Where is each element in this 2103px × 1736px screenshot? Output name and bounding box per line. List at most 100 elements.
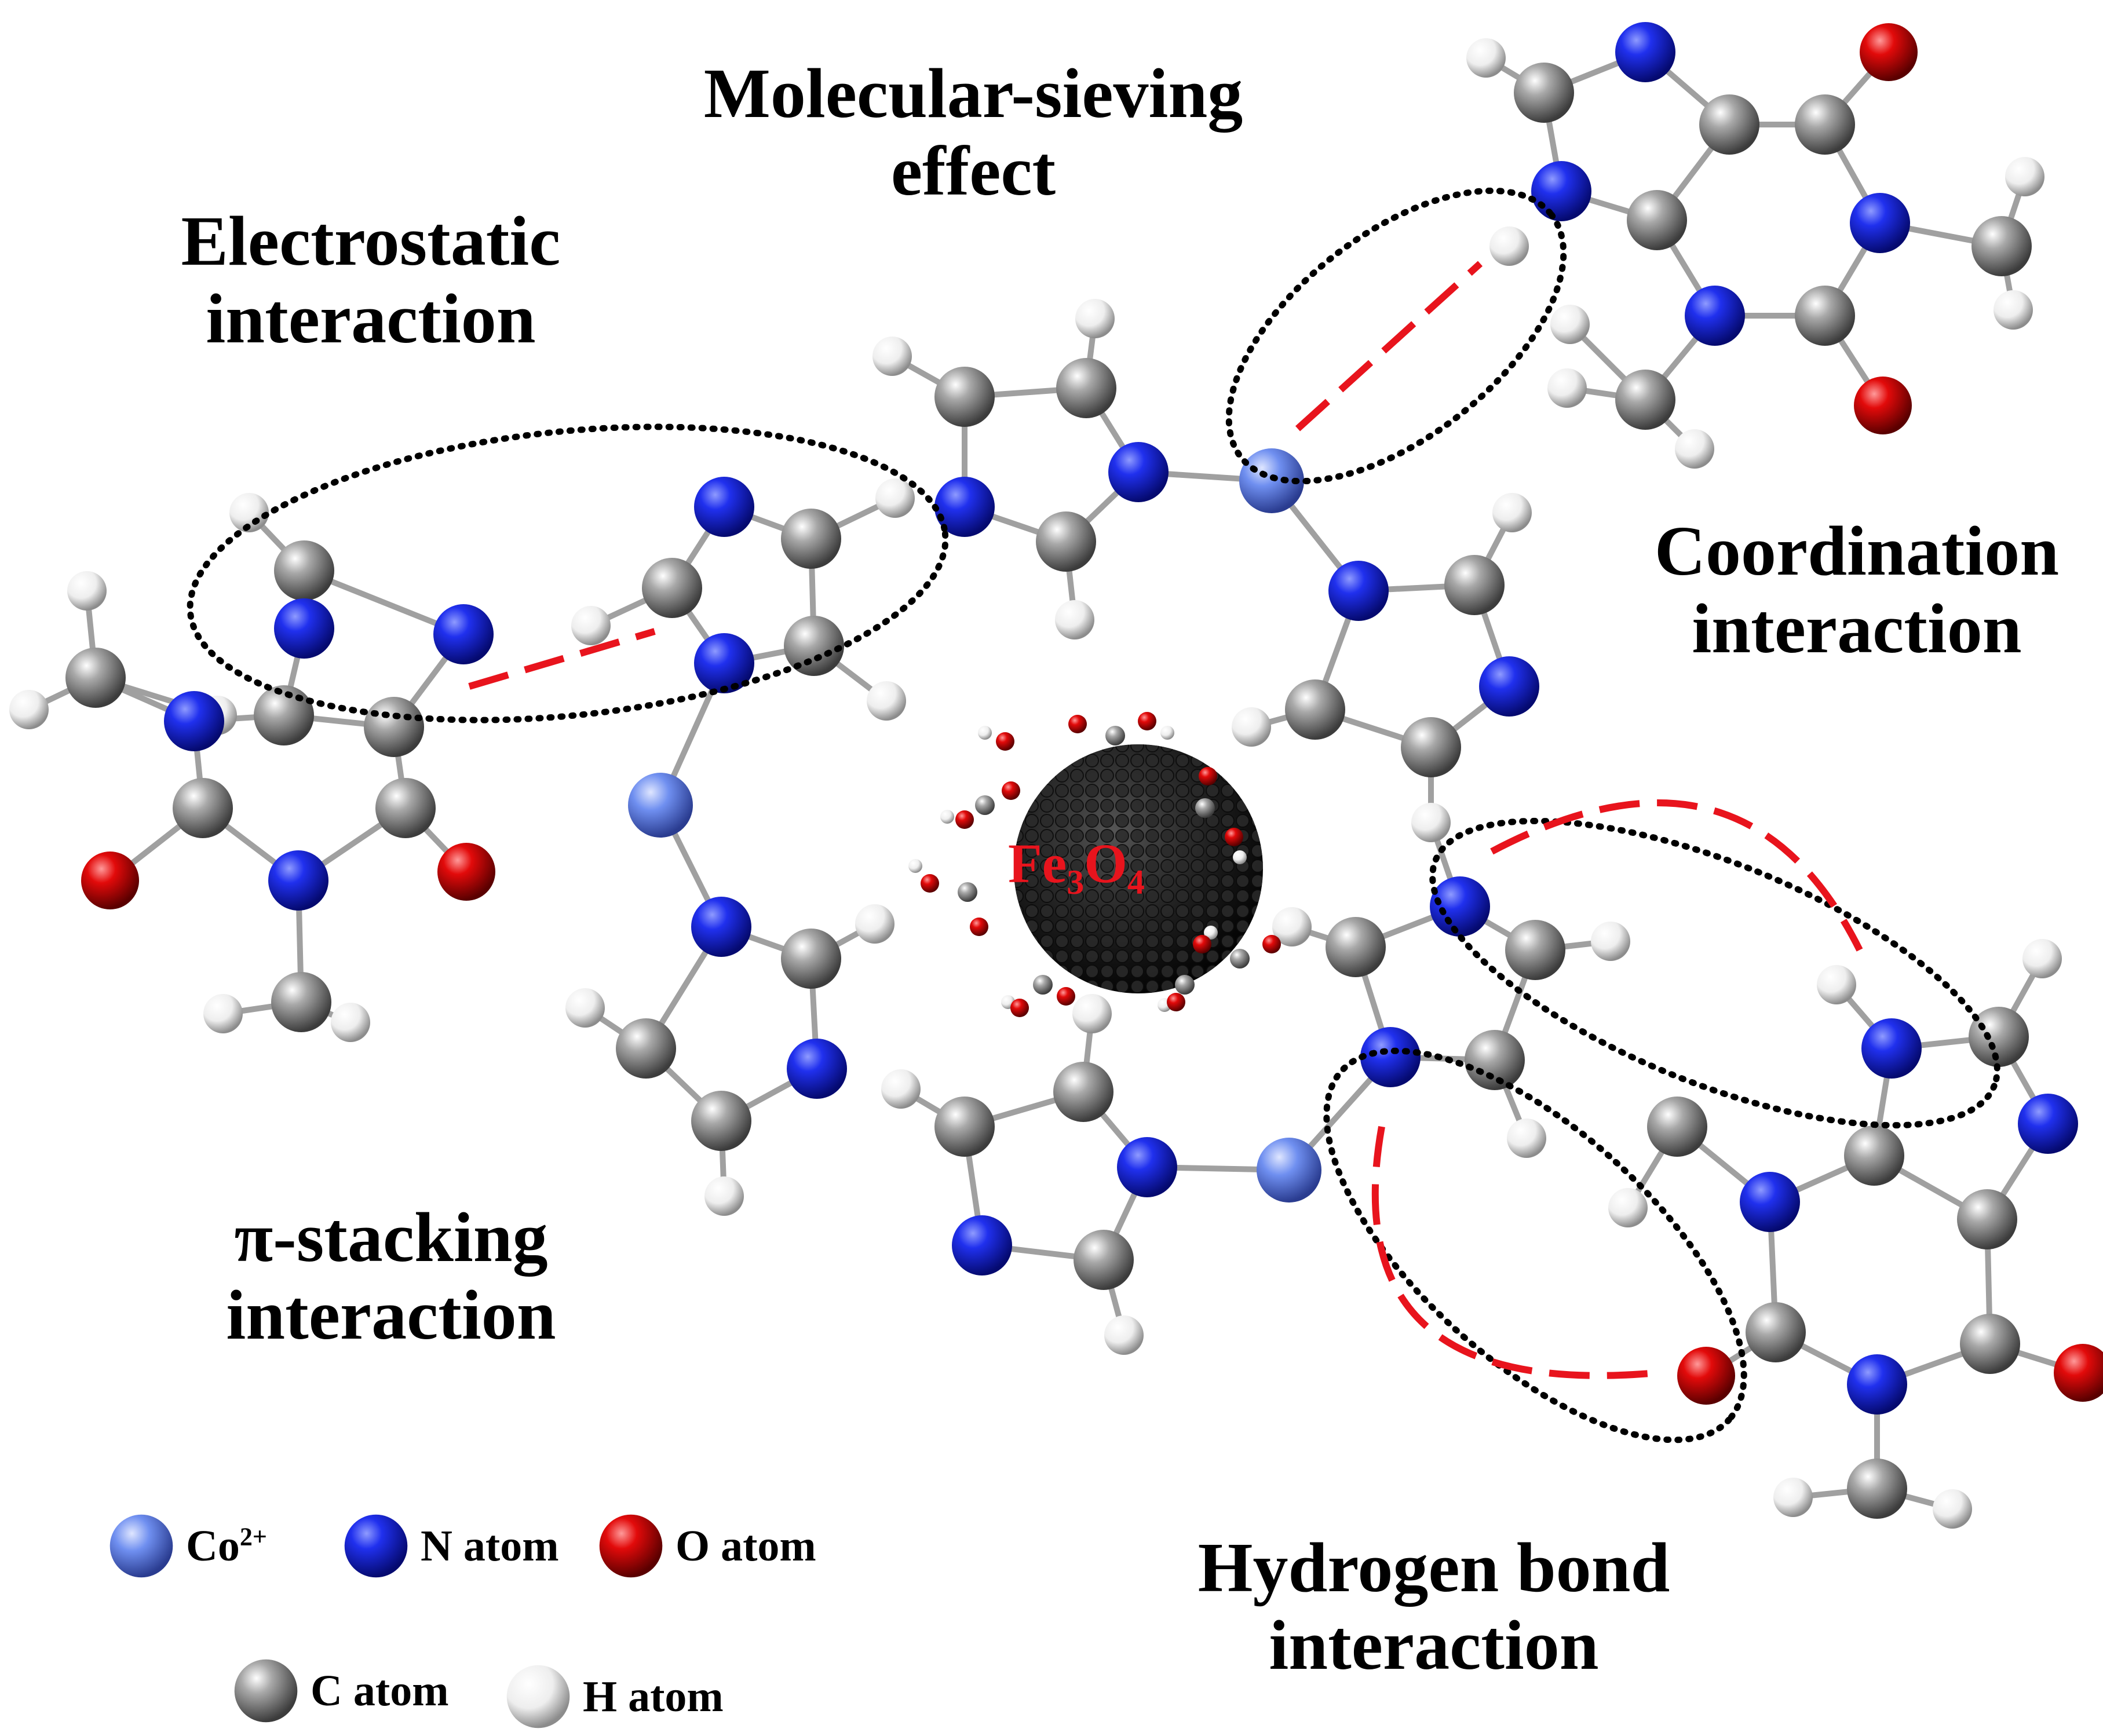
nitrogen-atom — [1861, 1018, 1922, 1079]
oxygen-atom — [1138, 712, 1156, 730]
carbon-atom — [1960, 1314, 2020, 1374]
molecular-sieving-label: Molecular-sieving effect — [703, 54, 1243, 211]
nitrogen-atom — [952, 1215, 1012, 1275]
hydrogen-atom — [875, 478, 915, 518]
carbon-atom — [1444, 555, 1505, 615]
carbon-atom — [934, 367, 995, 427]
hydrogen-atom — [1204, 926, 1218, 940]
fe3o4-label: Fe3O4 — [1008, 832, 1145, 902]
carbon-atom — [958, 882, 977, 902]
carbon-atom — [364, 697, 424, 757]
carbon-atom — [173, 778, 233, 838]
carbon-atom — [1036, 511, 1096, 572]
hydrogen-atom — [872, 337, 912, 376]
nitrogen-atom — [1685, 286, 1745, 346]
oxygen-atom — [1193, 935, 1211, 953]
legend-item-c: C atom — [232, 1657, 449, 1725]
cobalt-ion — [628, 773, 693, 838]
carbon-atom — [1175, 975, 1195, 995]
hydrogen-atom — [1933, 1489, 1972, 1529]
hydrogen-atom — [203, 994, 243, 1033]
legend-item-h: H atom — [504, 1662, 724, 1731]
carbon-atom — [1230, 949, 1250, 968]
cobalt-ion — [1257, 1138, 1321, 1203]
carbon-atom — [271, 972, 331, 1032]
pi-stacking-label: π-stacking interaction — [226, 1198, 556, 1355]
hydrogen-atom — [2022, 939, 2062, 978]
oxygen-atom — [1167, 993, 1185, 1011]
nitrogen-atom — [1360, 1027, 1421, 1087]
oxygen-atom — [955, 810, 974, 829]
carbon-atom — [1195, 798, 1215, 818]
oxygen-atom — [1677, 1347, 1735, 1405]
legend-item-o: O atom — [597, 1512, 816, 1580]
hydrogen-atom — [1233, 850, 1247, 864]
nitrogen-atom — [1531, 161, 1591, 221]
nitrogen-atom — [1615, 22, 1675, 82]
nitrogen-atom — [694, 477, 754, 537]
legend-item-co: Co2+ — [107, 1512, 267, 1580]
nitrogen-atom — [433, 604, 494, 664]
electrostatic-dash — [468, 628, 656, 690]
nitrogen-atom — [1108, 442, 1169, 502]
carbon-atom — [781, 509, 841, 569]
hydrogen-atom — [1492, 493, 1532, 532]
carbon-atom — [1795, 286, 1855, 346]
hydrogen-atom — [1466, 38, 1506, 78]
carbon-atom — [254, 685, 314, 745]
oxygen-atom — [2054, 1344, 2103, 1402]
hydrogen-atom — [908, 859, 922, 873]
hydrogen-atom — [1547, 368, 1587, 408]
nitrogen-atom — [1479, 656, 1539, 717]
oxygen-atom — [1057, 987, 1075, 1006]
carbon-atom — [1053, 1062, 1113, 1122]
nitrogen-atom — [164, 691, 224, 751]
nitrogen-atom — [694, 633, 754, 693]
carbon-atom — [1795, 94, 1855, 155]
oxygen-atom — [921, 874, 939, 893]
hydrogen-atom — [331, 1003, 370, 1042]
carbon-atom — [1505, 920, 1565, 980]
hydrogen-atom — [1055, 600, 1094, 639]
nitrogen-atom — [934, 477, 995, 537]
coordination-dash — [1295, 261, 1483, 432]
oxygen-atom — [1002, 781, 1020, 800]
nitrogen-atom — [1328, 561, 1389, 621]
c-ball-icon — [234, 1659, 298, 1723]
oxygen-atom — [1262, 935, 1281, 953]
hydrogen-bond-label: Hydrogen bond interaction — [1197, 1529, 1670, 1685]
nitrogen-atom — [1117, 1137, 1177, 1197]
hydrogen-atom — [1994, 290, 2033, 330]
nitrogen-atom — [787, 1039, 847, 1099]
nitrogen-atom — [1430, 876, 1490, 937]
carbon-atom — [1699, 94, 1759, 155]
hydrogen-atom — [704, 1176, 744, 1216]
oxygen-atom — [996, 732, 1014, 751]
nitrogen-atom — [1740, 1172, 1800, 1232]
atoms-layer — [9, 22, 2103, 1529]
coordination-label: Coordination interaction — [1654, 512, 2060, 668]
nitrogen-atom — [1850, 193, 1910, 253]
electrostatic-outline — [187, 423, 949, 723]
hbond-outline-lower — [1323, 1047, 1747, 1443]
hydrogen-atom — [565, 988, 605, 1028]
hydrogen-atom — [1489, 226, 1529, 266]
carbon-atom — [784, 616, 844, 676]
carbon-atom — [1969, 1007, 2029, 1067]
hydrogen-atom — [1160, 726, 1174, 740]
oxygen-atom — [970, 918, 988, 936]
carbon-atom — [1615, 370, 1675, 430]
hbond-arc-lower — [1371, 1125, 1657, 1379]
oxygen-atom — [1068, 715, 1087, 733]
hydrogen-atom — [1072, 994, 1112, 1033]
h-ball-icon — [506, 1665, 570, 1728]
carbon-atom — [65, 648, 126, 708]
oxygen-atom — [437, 843, 495, 901]
oxygen-atom — [1010, 999, 1029, 1017]
carbon-atom — [1033, 975, 1053, 995]
carbon-atom — [1105, 726, 1125, 745]
o-ball-icon — [599, 1514, 663, 1578]
carbon-atom — [1401, 717, 1461, 777]
hydrogen-atom — [1104, 1315, 1144, 1355]
hydrogen-atom — [2005, 157, 2044, 196]
